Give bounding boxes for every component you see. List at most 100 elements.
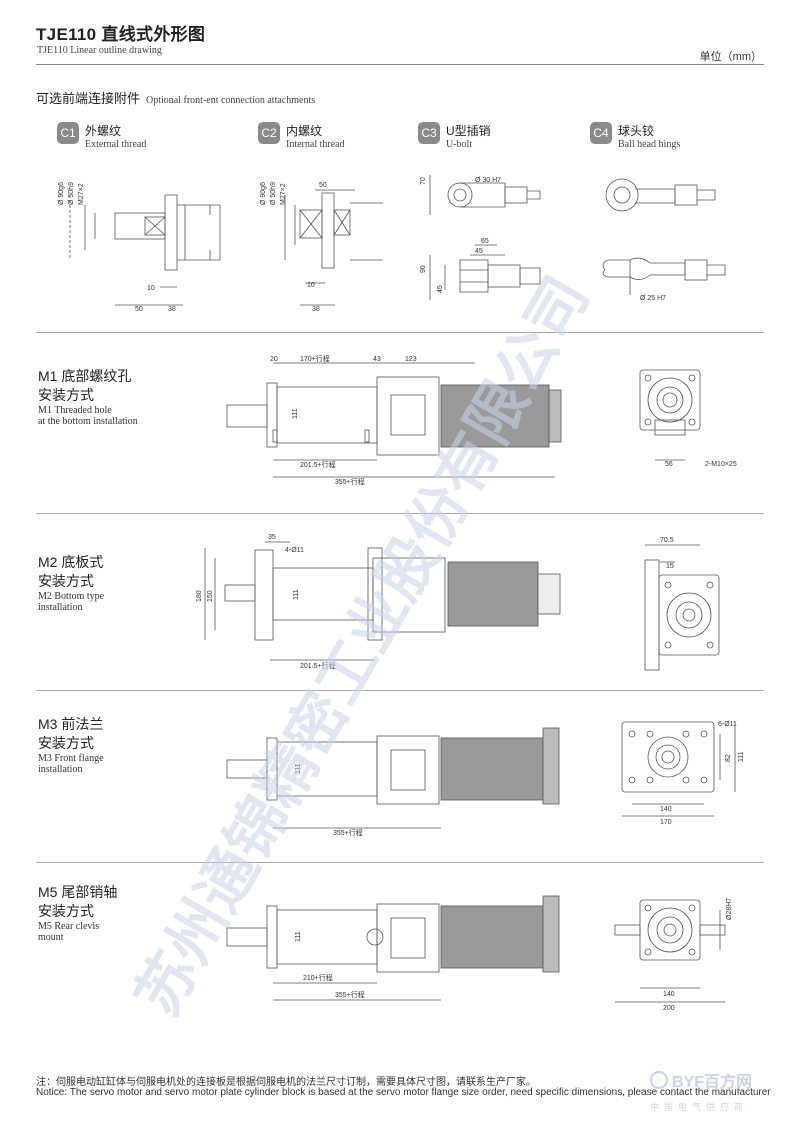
m2-dim-6: 70.5: [660, 537, 674, 544]
m1-dim-1: 170+行程: [300, 354, 330, 363]
c3-drawing: 70 Ø 30 H7 90 45 65 45: [420, 175, 541, 300]
m2-dim-1: 4-Ø11: [285, 547, 304, 554]
m1-en-1: M1 Threaded hole: [38, 405, 112, 416]
m1-dim-6: 355+行程: [335, 477, 365, 486]
m3-en-1: M3 Front flange: [38, 753, 104, 764]
c1-name-cn: 外螺纹: [85, 124, 122, 138]
m1-front-drawing: 56 2-M10×25: [639, 369, 737, 468]
header-divider: [36, 64, 764, 65]
c3-dim-2: 90: [420, 265, 427, 273]
m5-dim-0: 111: [295, 931, 302, 942]
unit-label: 单位（mm）: [699, 51, 762, 63]
site-logo: BYF百方网: [650, 1068, 752, 1092]
m5-dim-3: Ø28H7: [726, 898, 733, 920]
site-tagline: 中国电气供应商: [650, 1102, 749, 1112]
c3-dim-1: Ø 30 H7: [475, 177, 501, 184]
m5-dim-2: 355+行程: [335, 990, 365, 999]
c2-dim-5: 38: [312, 306, 320, 313]
c1-dim-1: Ø 50h9: [68, 182, 75, 205]
m1-dim-3: 123: [405, 356, 417, 363]
m5-front-drawing: Ø28H7 140 200: [614, 898, 733, 1012]
m1-dim-2: 43: [373, 356, 381, 363]
mount-m5-label: M5 尾部销轴 安装方式 M5 Rear clevis mount: [38, 883, 117, 943]
c2-name-en: Internal thread: [286, 139, 345, 150]
c2-name-cn: 内螺纹: [286, 124, 323, 138]
badge-c2: C2: [258, 122, 280, 144]
c1-dim-5: 38: [168, 306, 176, 313]
c4-dim-0: Ø 25 H7: [640, 295, 666, 302]
m1-title: M1 底部螺纹孔: [38, 368, 132, 384]
divider-3: [36, 690, 764, 691]
c4-name-cn: 球头铰: [618, 124, 655, 138]
m3-motor: [440, 737, 544, 801]
c2-dim-0: Ø 90g6: [260, 182, 267, 205]
m5-motor: [440, 905, 544, 969]
m3-dim-0: 111: [295, 763, 302, 774]
m3-dim-4: 111: [738, 751, 745, 762]
c1-drawing: Ø 90g6 Ø 50h9 M27×2 10 50 38: [58, 182, 221, 313]
divider-2: [36, 513, 764, 514]
c4-drawing: Ø 25 H7: [602, 178, 726, 302]
attachments-title-cn: 可选前端连接附件: [36, 91, 141, 106]
page-subtitle: TJE110 Linear outline drawing: [37, 45, 162, 56]
c2-dim-1: Ø 50h9: [270, 182, 277, 205]
logo-circle-icon: [650, 1071, 668, 1089]
c3-dim-5: 45: [475, 248, 483, 255]
c2-dim-4: 10: [307, 282, 315, 289]
m5-subtitle: 安装方式: [38, 903, 94, 919]
divider-1: [36, 332, 764, 333]
c2-drawing: Ø 90g6 Ø 50h9 M27×2 50 10 38: [260, 182, 383, 313]
page-title: TJE110 直线式外形图: [36, 25, 206, 44]
c2-dim-2: M27×2: [280, 183, 287, 205]
c1-dim-4: 50: [135, 306, 143, 313]
m2-title: M2 底板式: [38, 554, 104, 570]
m5-dim-4: 140: [663, 991, 675, 998]
m5-en-1: M5 Rear clevis: [38, 921, 100, 932]
note-en: Notice: The servo motor and servo motor …: [36, 1087, 771, 1098]
note-cn: 注：伺服电动缸缸体与伺服电机处的连接板是根据伺服电机的法兰尺寸订制，需要具体尺寸…: [36, 1077, 536, 1088]
c2-dim-3: 50: [319, 182, 327, 189]
m2-front-drawing: 70.5 15: [644, 537, 720, 671]
m1-dim-8: 2-M10×25: [705, 461, 737, 468]
attachments-title-en: Optional front-ent connection attachment…: [146, 95, 316, 106]
m2-dim-5: 201.5+行程: [300, 661, 336, 670]
m3-subtitle: 安装方式: [38, 735, 94, 751]
m3-side-drawing: 111 355+行程: [226, 727, 560, 837]
m5-title: M5 尾部销轴: [38, 884, 118, 900]
m2-motor: [447, 561, 539, 627]
m5-dim-1: 210+行程: [303, 973, 333, 982]
m1-en-2: at the bottom installation: [38, 416, 138, 427]
c3-dim-3: 45: [437, 285, 444, 293]
m2-side-drawing: 35 4-Ø11 180 150 111 201.5+行程: [196, 534, 561, 670]
mount-m1-label: M1 底部螺纹孔 安装方式 M1 Threaded hole at the bo…: [38, 367, 138, 427]
c3-dim-0: 70: [420, 177, 427, 185]
m5-en-2: mount: [38, 932, 64, 943]
m3-dim-3: 82: [725, 754, 732, 762]
m3-dim-5: 140: [660, 806, 672, 813]
site-logo-text: BYF百方网: [672, 1074, 753, 1091]
badge-c3: C3: [418, 122, 440, 144]
c3-name-cn: U型插销: [446, 124, 491, 138]
badge-c4: C4: [590, 122, 612, 144]
m2-en-2: installation: [38, 602, 83, 613]
m1-dim-7: 56: [665, 461, 673, 468]
m3-front-drawing: 6-Ø11 82 111 140 170: [621, 721, 745, 826]
attachments-title: 可选前端连接附件 Optional front-ent connection at…: [36, 88, 315, 107]
m2-dim-4: 111: [293, 589, 300, 600]
m2-subtitle: 安装方式: [38, 573, 94, 589]
m3-dim-6: 170: [660, 819, 672, 826]
c1-name-en: External thread: [85, 139, 147, 150]
m3-dim-2: 6-Ø11: [718, 721, 737, 728]
divider-4: [36, 862, 764, 863]
m2-dim-0: 35: [268, 534, 276, 541]
m1-subtitle: 安装方式: [38, 387, 94, 403]
m1-motor: [440, 384, 550, 448]
m1-dim-0: 20: [270, 356, 278, 363]
c4-name-en: Ball head hings: [618, 139, 681, 150]
c1-dim-3: 10: [147, 285, 155, 292]
m3-en-2: installation: [38, 764, 83, 775]
m1-dim-4: 111: [292, 408, 299, 419]
